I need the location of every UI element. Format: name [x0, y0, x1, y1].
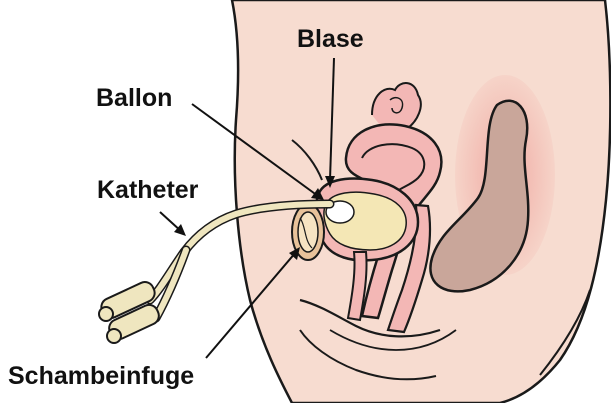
label-schambeinfuge: Schambeinfuge — [8, 364, 194, 389]
label-blase: Blase — [297, 27, 364, 52]
label-ballon: Ballon — [96, 86, 172, 111]
arrow-katheter — [160, 212, 186, 236]
label-katheter: Katheter — [97, 178, 198, 203]
